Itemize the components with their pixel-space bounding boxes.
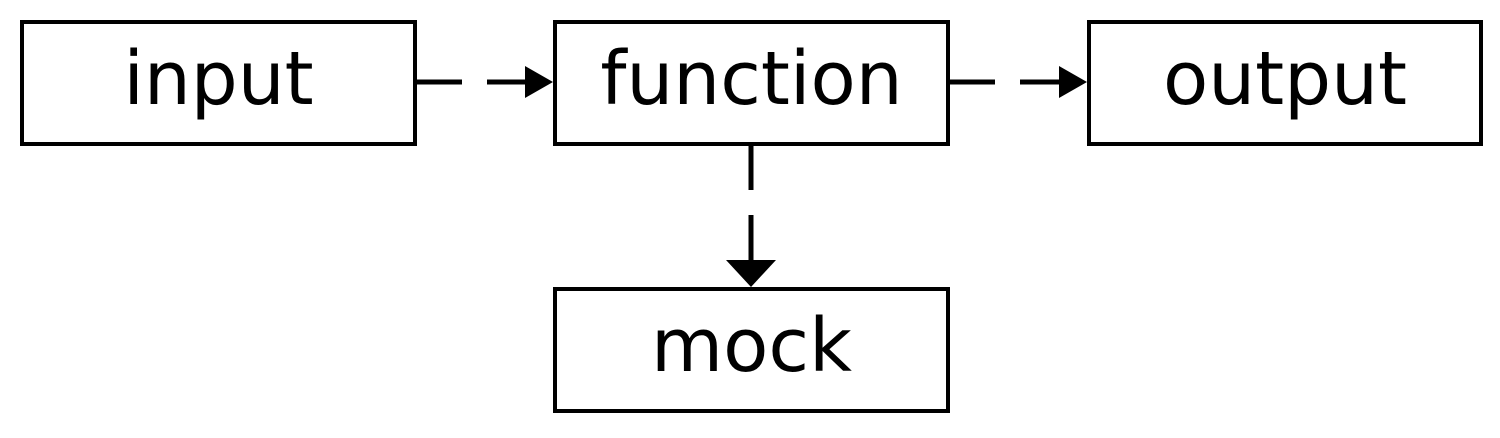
edge-input-to-function-arrowhead	[525, 66, 553, 98]
node-output-label: output	[1162, 36, 1408, 122]
node-output: output	[1087, 20, 1483, 146]
node-input: input	[20, 20, 417, 146]
node-function-label: function	[600, 36, 903, 122]
edge-function-to-output	[950, 66, 1087, 98]
node-mock: mock	[553, 287, 950, 413]
node-function: function	[553, 20, 950, 146]
node-input-label: input	[123, 36, 314, 122]
node-mock-label: mock	[651, 303, 852, 389]
edge-function-to-mock	[726, 146, 776, 287]
edge-function-to-output-arrowhead	[1059, 66, 1087, 98]
edge-input-to-function	[417, 66, 553, 98]
edge-function-to-mock-arrowhead	[726, 260, 776, 287]
